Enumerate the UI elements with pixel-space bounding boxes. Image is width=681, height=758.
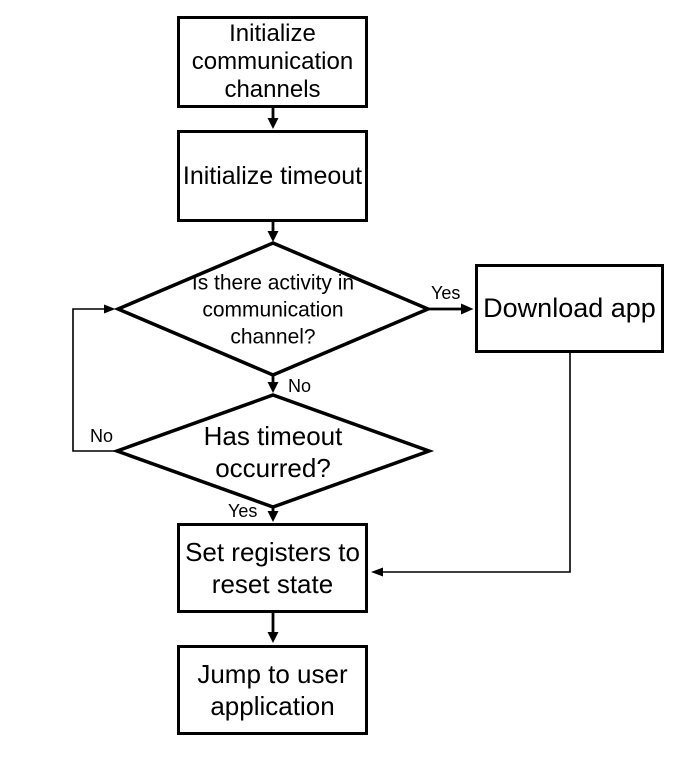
- edge-label-activity-yes: Yes: [431, 283, 461, 303]
- decision-label-activity-in-channel: Is there activity in communication chann…: [191, 271, 355, 349]
- arrowhead-init-channels-to-init-timeout: [267, 118, 279, 129]
- arrowhead-activity-no-to-timeout: [267, 382, 279, 393]
- edge-label-timeout-yes: Yes: [228, 501, 258, 521]
- process-node-jump-to-user-application: Jump to user application: [177, 645, 368, 735]
- edge-label-activity-no: No: [288, 376, 312, 396]
- process-node-download-app: Download app: [475, 264, 664, 353]
- decision-label-has-timeout-occurred: Has timeout occurred?: [203, 421, 343, 483]
- arrowhead-download-to-set-registers: [371, 567, 383, 577]
- arrowhead-timeout-no-loop: [104, 304, 116, 314]
- edge-download-to-set-registers: [383, 352, 571, 573]
- edge-label-timeout-no: No: [90, 426, 114, 446]
- edge-timeout-no-loop: [72, 308, 117, 452]
- process-node-initialize-communication-channels: Initialize communication channels: [177, 16, 368, 108]
- node-label: Initialize communication channels: [191, 20, 354, 103]
- arrowhead-timeout-yes-to-set-registers: [267, 511, 279, 522]
- process-node-initialize-timeout: Initialize timeout: [177, 130, 368, 222]
- node-label: Set registers to reset state: [185, 537, 360, 599]
- node-label: Initialize timeout: [182, 162, 363, 190]
- node-label: Jump to user application: [197, 659, 348, 721]
- process-node-set-registers-to-reset-state: Set registers to reset state: [177, 523, 368, 613]
- node-label: Download app: [483, 293, 656, 323]
- arrowhead-init-timeout-to-activity: [267, 231, 279, 242]
- arrowhead-activity-yes-to-download: [461, 303, 474, 315]
- arrowhead-set-registers-to-jump: [267, 632, 279, 643]
